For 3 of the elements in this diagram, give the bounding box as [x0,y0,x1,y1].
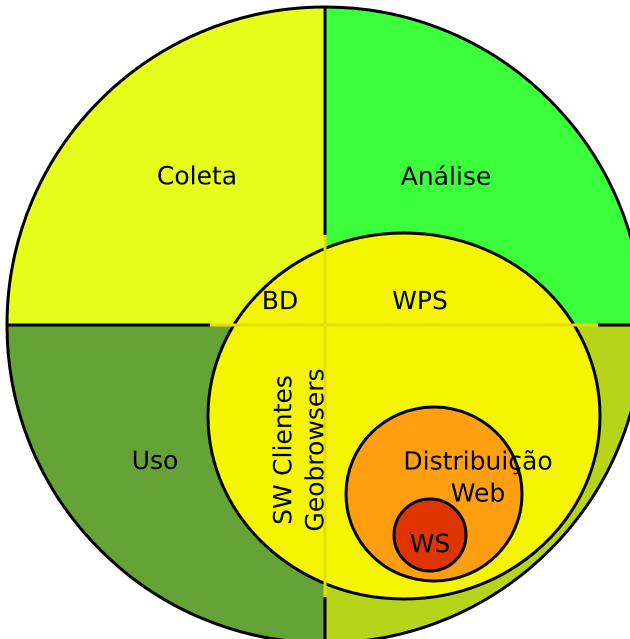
region-label: WPS [393,290,446,310]
region-label: BD [264,290,297,310]
region-label: SW Clientes Geobrowsers [272,370,324,530]
